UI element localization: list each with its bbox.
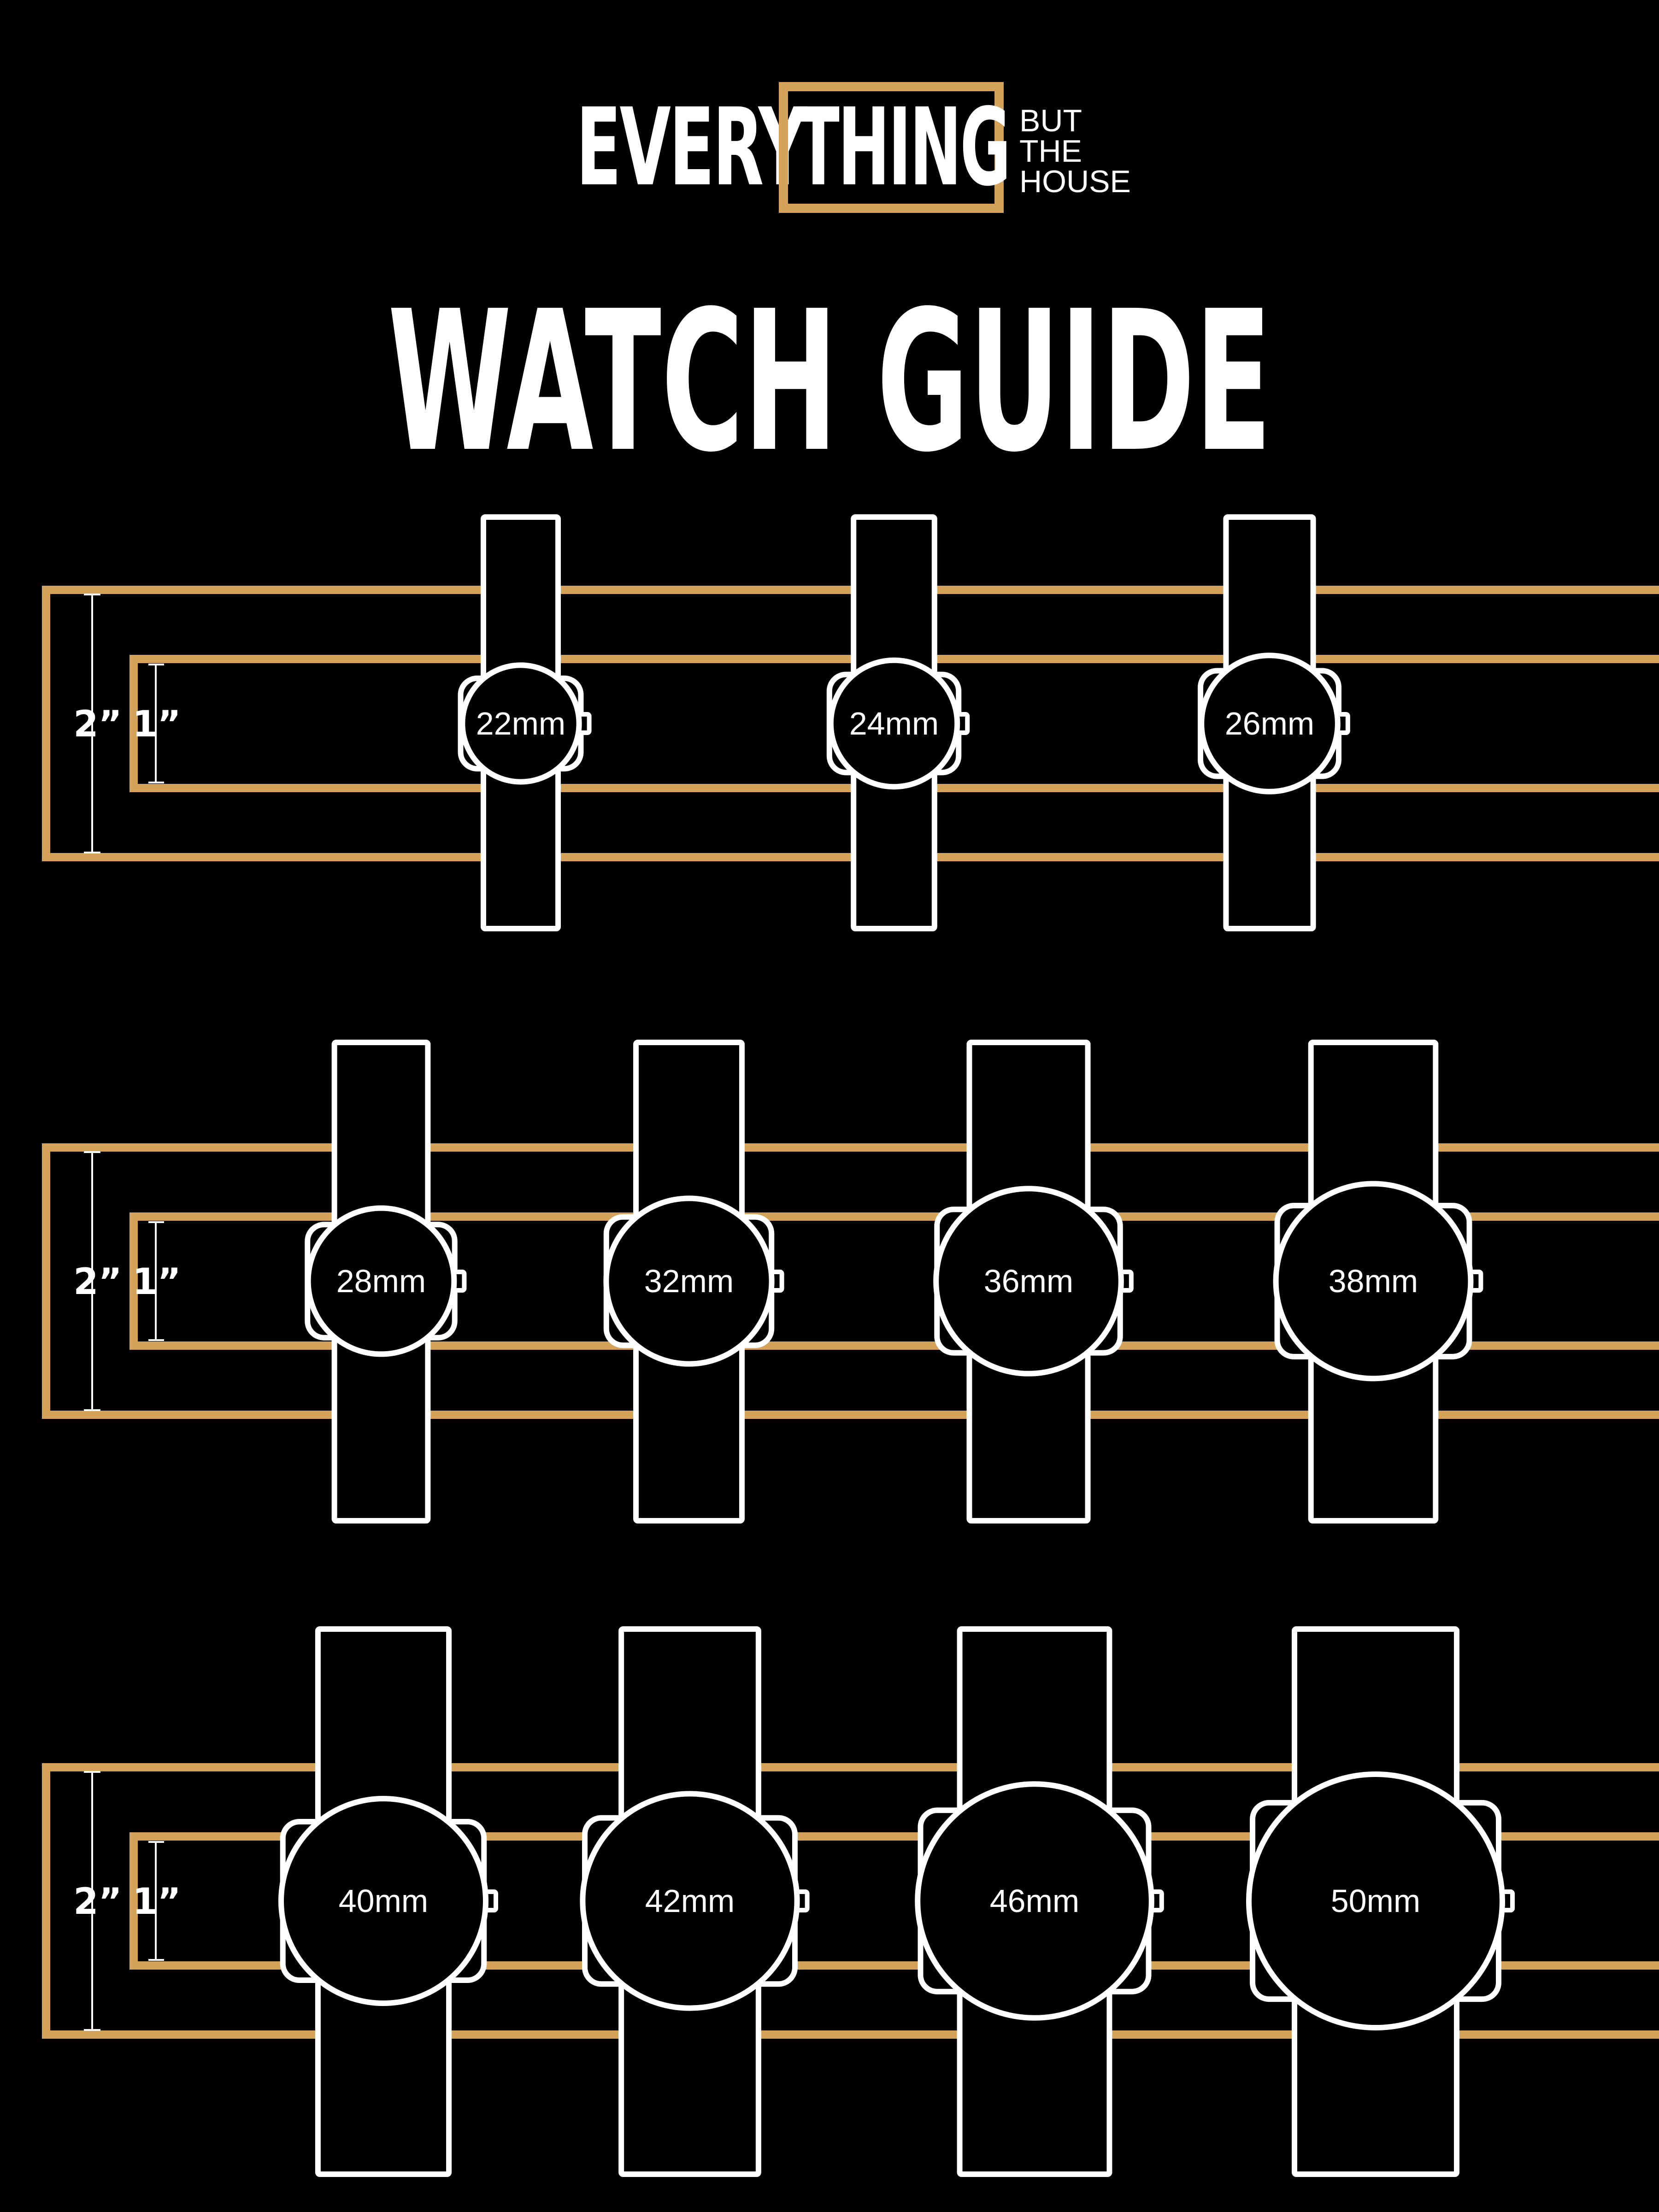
watch-dial: [278, 1796, 488, 2006]
watch-dial: [1199, 653, 1341, 794]
page-title: WATCH GUIDE: [387, 270, 1271, 495]
logo-every-text: EVERY: [576, 85, 806, 210]
logo-but-text: BUT: [1019, 103, 1082, 138]
watch-size-label: 26mm: [1225, 706, 1314, 741]
watch-size-label: 28mm: [336, 1263, 426, 1299]
dim-2in-label: 2”: [73, 1881, 122, 1923]
watch-dial: [828, 657, 960, 790]
logo-gold-box: [779, 82, 1004, 213]
band-2in-outline: [42, 1763, 1659, 2039]
watch-dial: [459, 662, 582, 785]
watch-dial: [933, 1186, 1124, 1377]
watch-size-label: 46mm: [990, 1883, 1079, 1919]
band-2in-outline: [42, 1143, 1659, 1419]
watch-size-label: 32mm: [644, 1263, 734, 1299]
watch-dial: [580, 1791, 800, 2011]
logo-the-text: THE: [1019, 134, 1082, 169]
watch-dial: [603, 1195, 775, 1367]
logo-thing-text: THING: [797, 85, 1011, 210]
watch-size-label: 40mm: [339, 1883, 428, 1919]
dim-2in-label: 2”: [73, 1261, 122, 1303]
watch-size-label: 38mm: [1329, 1263, 1418, 1299]
dim-1in-label: 1”: [132, 704, 181, 745]
watch-dial: [1273, 1181, 1474, 1382]
watch-dial: [1246, 1771, 1505, 2030]
dim-2in-label: 2”: [73, 704, 122, 745]
watch-dial: [915, 1781, 1154, 2021]
logo-house-text: HOUSE: [1019, 164, 1131, 199]
watch-dial: [305, 1205, 457, 1357]
dim-1in-label: 1”: [132, 1881, 181, 1923]
dim-1in-label: 1”: [132, 1261, 181, 1303]
watch-size-label: 42mm: [645, 1883, 735, 1919]
band-1in-outline: [129, 1212, 1659, 1350]
band-1in-outline: [129, 1832, 1659, 1970]
watch-size-label: 36mm: [984, 1263, 1073, 1299]
brand-logo: EVERY THING BUT THE HOUSE: [0, 0, 1659, 230]
watch-size-label: 22mm: [476, 706, 565, 741]
watch-size-label: 50mm: [1331, 1883, 1420, 1919]
watch-size-label: 24mm: [849, 706, 939, 741]
